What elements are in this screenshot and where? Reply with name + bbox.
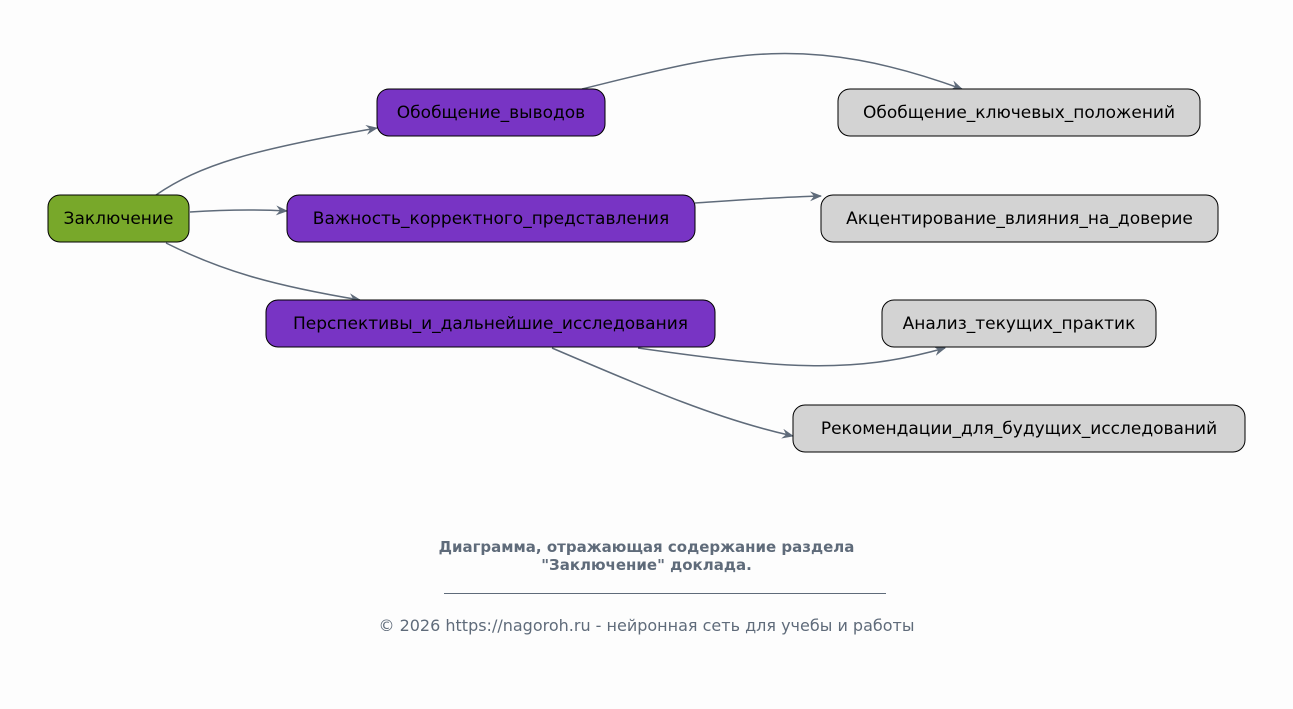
node-perspektivy[interactable]: Перспективы_и_дальнейшие_исследования bbox=[265, 299, 716, 348]
node-akcentirovanie[interactable]: Акцентирование_влияния_на_доверие bbox=[820, 194, 1219, 243]
node-label: Обобщение_ключевых_положений bbox=[863, 103, 1175, 123]
node-label: Рекомендации_для_будущих_исследований bbox=[821, 419, 1217, 439]
edge-vyvody-to-klyuchevye bbox=[581, 52, 963, 90]
edge-perspektivy-to-analiz bbox=[637, 346, 946, 367]
edge-root-to-vazhnost bbox=[189, 205, 288, 216]
caption-line-1: Диаграмма, отражающая содержание раздела bbox=[438, 538, 855, 556]
edge-vazhnost-to-akcent bbox=[694, 191, 822, 204]
caption-divider bbox=[444, 593, 886, 594]
node-label: Акцентирование_влияния_на_доверие bbox=[846, 209, 1193, 229]
node-label: Обобщение_выводов bbox=[397, 103, 585, 123]
diagram-caption: Диаграмма, отражающая содержание раздела… bbox=[0, 538, 1293, 574]
edge-root-to-obobshchenie-vyvodov bbox=[155, 124, 378, 196]
node-root[interactable]: Заключение bbox=[47, 194, 190, 243]
node-label: Важность_корректного_представления bbox=[313, 209, 669, 229]
node-label: Перспективы_и_дальнейшие_исследования bbox=[293, 314, 688, 334]
node-rekomendacii[interactable]: Рекомендации_для_будущих_исследований bbox=[792, 404, 1246, 453]
node-label: Заключение bbox=[64, 209, 174, 229]
node-label: Анализ_текущих_практик bbox=[903, 314, 1136, 334]
node-analiz[interactable]: Анализ_текущих_практик bbox=[881, 299, 1157, 348]
edge-perspektivy-to-rekomendacii bbox=[551, 347, 794, 439]
node-vazhnost[interactable]: Важность_корректного_представления bbox=[286, 194, 696, 243]
caption-line-2: "Заключение" доклада. bbox=[541, 556, 752, 574]
node-obobshchenie-vyvodov[interactable]: Обобщение_выводов bbox=[376, 88, 606, 137]
node-obobshchenie-klyuchevyh[interactable]: Обобщение_ключевых_положений bbox=[837, 88, 1201, 137]
edge-root-to-perspektivy bbox=[165, 242, 361, 304]
footer-copyright: © 2026 https://nagoroh.ru - нейронная се… bbox=[378, 616, 915, 635]
